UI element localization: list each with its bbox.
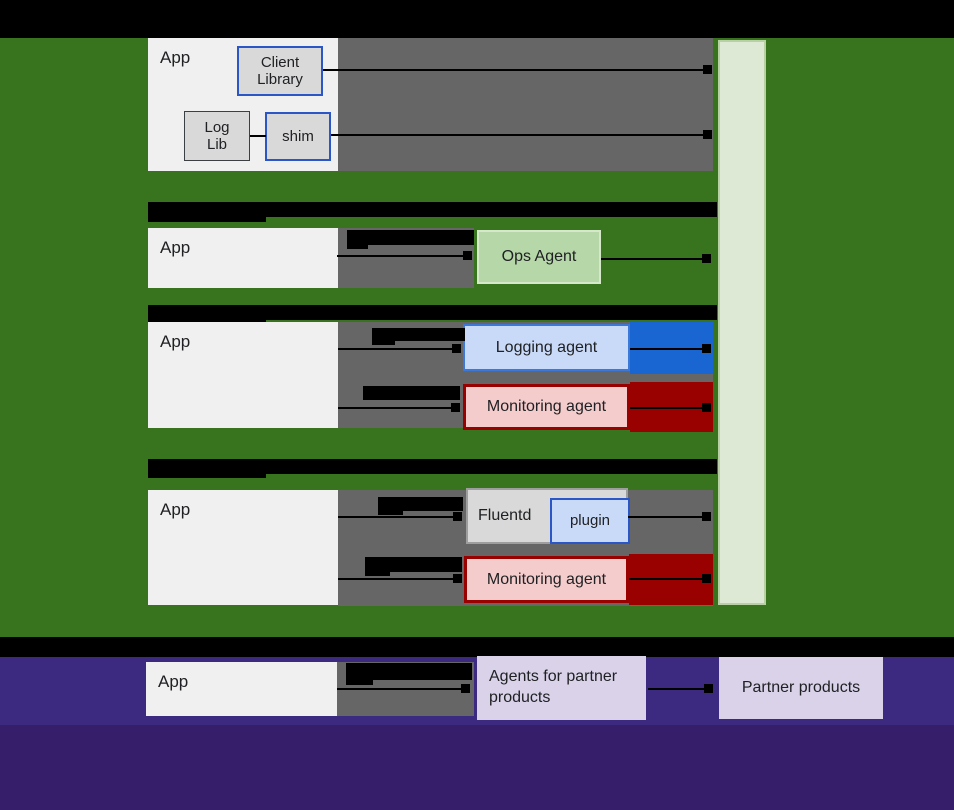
arrowhead-icon	[704, 684, 713, 693]
arrow-app-to-opsagent	[337, 255, 464, 257]
section-heading-redacted-2	[148, 305, 717, 320]
redacted-label-row2-step	[347, 245, 368, 249]
partner-products-label: Partner products	[741, 679, 861, 696]
ops-agent-box: Ops Agent	[477, 230, 601, 284]
redacted-label-row3-logs	[372, 328, 465, 341]
fluentd-box: Fluentd plugin	[466, 488, 630, 544]
monitoring-agent-label: Monitoring agent	[486, 398, 607, 415]
arrowhead-icon	[702, 403, 711, 412]
redacted-label-partner-step	[346, 680, 373, 685]
pipe-row1	[338, 38, 713, 171]
monitoring-agent-box-row3: Monitoring agent	[463, 384, 630, 430]
client-library-label: Client Library	[257, 53, 303, 88]
arrowhead-icon	[702, 512, 711, 521]
logging-agent-label: Logging agent	[495, 338, 598, 356]
app-box-row3: App	[148, 322, 338, 428]
redacted-label-row4-logs	[378, 497, 463, 511]
arrow-app-to-monitoringagent-row4	[338, 578, 453, 580]
redacted-label-row3-logs-step	[372, 341, 395, 345]
arrowhead-icon	[451, 403, 460, 412]
arrowhead-icon	[703, 65, 712, 74]
plugin-box: plugin	[550, 498, 630, 544]
arrowhead-icon	[702, 254, 711, 263]
arrow-clientlib-to-ingest	[323, 69, 703, 71]
arrow-app-to-fluentd	[338, 516, 453, 518]
arrowhead-icon	[452, 344, 461, 353]
app-box-partner: App	[146, 662, 337, 716]
app-box-row2: App	[148, 228, 338, 288]
partner-products-box: Partner products	[719, 657, 883, 719]
ops-agent-label: Ops Agent	[501, 248, 577, 265]
arrow-shim-to-ingest	[331, 134, 703, 136]
arrow-monitoringagent-to-ingest-row4	[629, 578, 704, 580]
loglib-shim-connector	[250, 135, 266, 137]
app-label: App	[160, 332, 191, 351]
redacted-label-row2	[347, 230, 474, 245]
arrowhead-icon	[703, 130, 712, 139]
shim-label: shim	[282, 127, 314, 145]
section-heading-redacted-3	[148, 459, 717, 474]
arrowhead-icon	[463, 251, 472, 260]
section-heading-redacted-1	[148, 202, 717, 217]
agents-for-partner-label: Agents for partner products	[489, 668, 618, 706]
app-label: App	[160, 48, 191, 67]
logging-agent-box: Logging agent	[463, 324, 630, 371]
telemetry-ingest-bar	[718, 40, 766, 605]
redacted-label-row3-metrics	[363, 386, 460, 400]
section-heading-redacted-3-step	[148, 474, 266, 478]
app-label: App	[160, 238, 191, 257]
redacted-label-row4-metrics	[365, 557, 462, 572]
plugin-label: plugin	[569, 512, 611, 530]
arrowhead-icon	[461, 684, 470, 693]
partner-section-band-lower	[0, 725, 954, 810]
redacted-label-row4-metrics-step	[365, 572, 390, 576]
app-box-row4: App	[148, 490, 338, 605]
agents-for-partner-box: Agents for partner products	[477, 656, 646, 720]
app-label: App	[158, 672, 189, 691]
shim-box: shim	[265, 112, 331, 161]
redacted-label-row4-logs-step	[378, 511, 403, 515]
arrowhead-icon	[453, 512, 462, 521]
arrowhead-icon	[702, 344, 711, 353]
app-label: App	[160, 500, 191, 519]
arrow-loggingagent-to-ingest	[630, 348, 704, 350]
client-library-box: Client Library	[237, 46, 323, 96]
arrowhead-icon	[453, 574, 462, 583]
section-heading-redacted-1-step	[148, 217, 266, 222]
arrow-fluentd-to-ingest	[628, 516, 704, 518]
arrow-monitoringagent-to-ingest	[630, 407, 704, 409]
log-lib-box: Log Lib	[184, 111, 250, 161]
monitoring-agent-label: Monitoring agent	[486, 570, 607, 588]
arrow-app-to-monitoringagent	[338, 407, 452, 409]
fluentd-label: Fluentd	[478, 507, 532, 524]
monitoring-agent-box-row4: Monitoring agent	[464, 556, 629, 603]
arrow-agents-to-partnerproducts	[648, 688, 706, 690]
arrow-app-to-loggingagent	[338, 348, 453, 350]
redacted-label-partner	[346, 663, 472, 680]
log-lib-label: Log Lib	[204, 118, 230, 153]
arrow-opsagent-to-ingest	[601, 258, 703, 260]
arrowhead-icon	[702, 574, 711, 583]
arrow-app-to-partneragents	[337, 688, 463, 690]
